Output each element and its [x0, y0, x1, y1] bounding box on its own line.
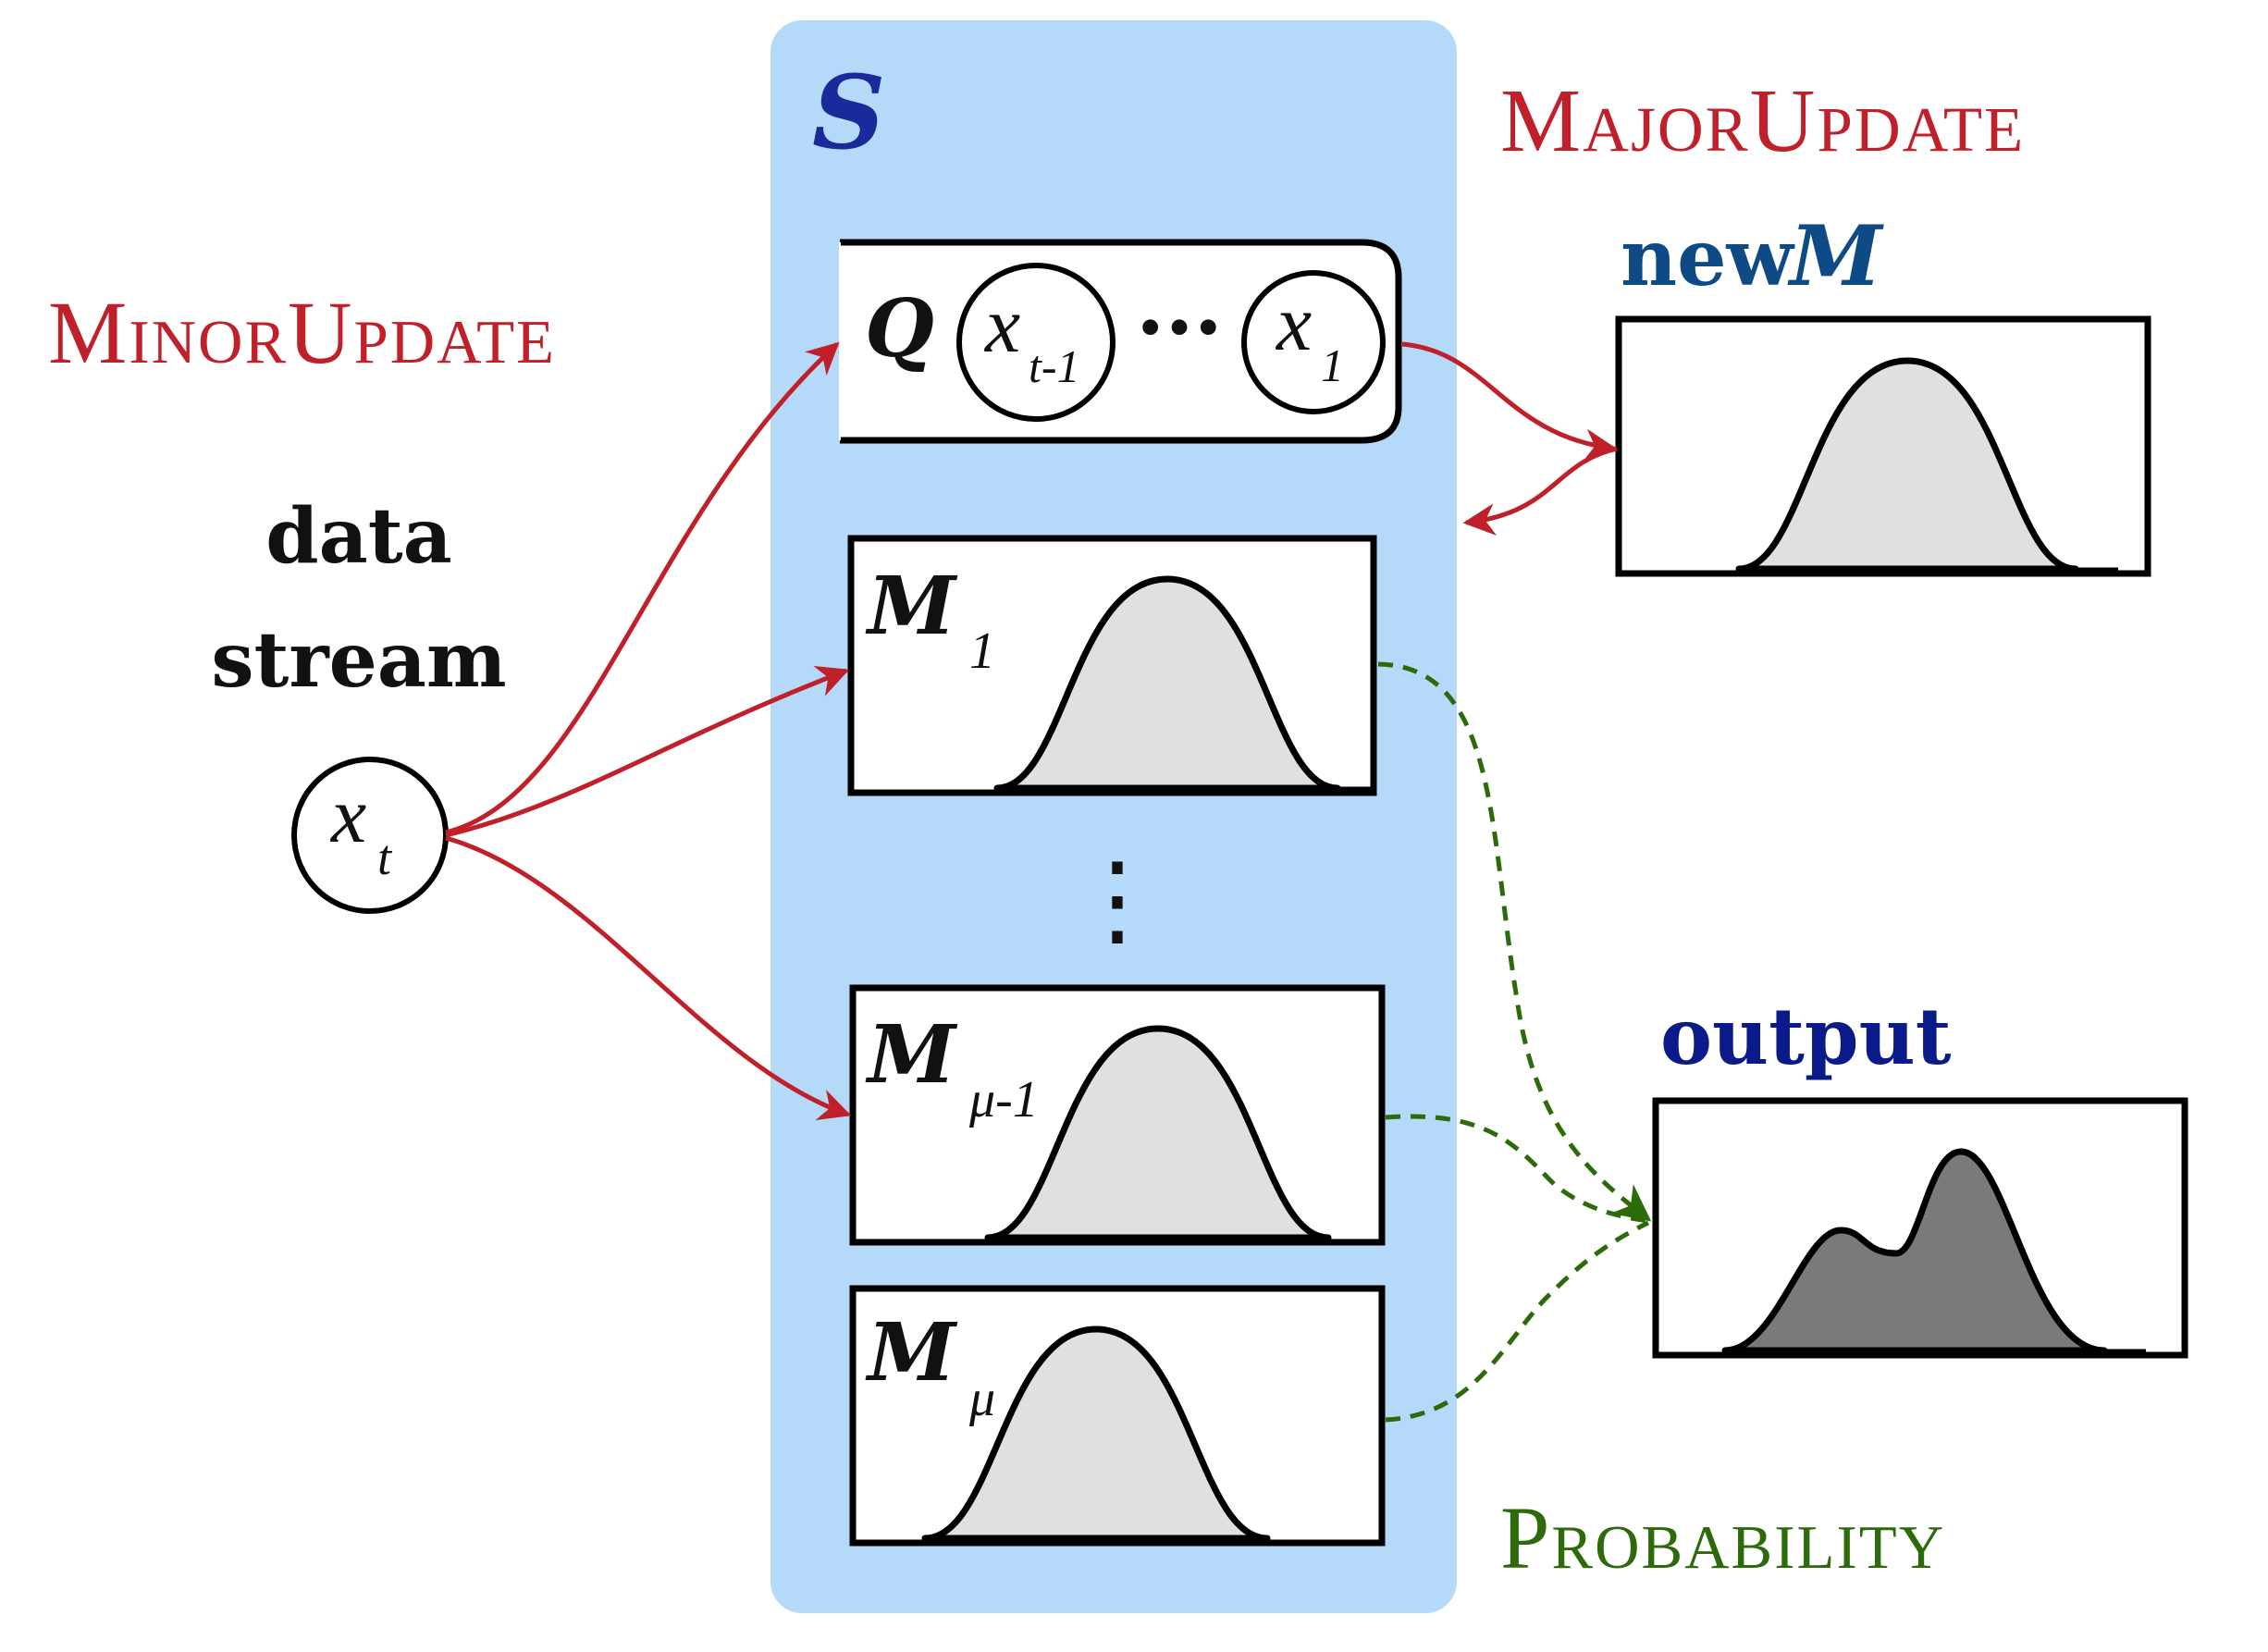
- queue-ellipsis: ···: [1136, 278, 1223, 376]
- model-density-curve: [984, 1025, 1332, 1241]
- new-model-label: new M: [1621, 207, 1884, 305]
- major-update-arrow-back-to-set: [1462, 446, 1618, 536]
- queue-box: Q x t-1 ··· x 1: [839, 239, 1402, 444]
- probability-label: Probability: [1500, 1488, 1945, 1587]
- new-model-prefix: new: [1621, 212, 1795, 303]
- model-subscript: μ-1: [968, 1071, 1039, 1128]
- set-symbol: S: [812, 53, 885, 172]
- input-node-sub: t: [377, 830, 393, 885]
- model-density-curve: [921, 1325, 1271, 1542]
- queue-item-sub: t-1: [1029, 340, 1080, 392]
- input-node: x t: [291, 757, 449, 914]
- output-mixture-curve: [1721, 1148, 2108, 1354]
- probability-arrow-model-last: [1385, 1220, 1650, 1423]
- minor-update-arrow-model-first: [445, 665, 850, 838]
- new-model-box: [1615, 315, 2151, 577]
- model-symbol: M: [865, 1008, 958, 1102]
- model-density-curve: [993, 575, 1341, 792]
- model-box: M 1: [847, 535, 1377, 796]
- minor-update-label: MinorUpdate: [48, 283, 556, 382]
- probability-arrow-model-penultimate: [1385, 1114, 1649, 1224]
- model-symbol: M: [865, 560, 958, 653]
- model-box: M μ-1: [849, 984, 1386, 1246]
- input-node-base: x: [329, 771, 366, 859]
- output-box: [1652, 1097, 2188, 1359]
- model-box: M μ: [849, 1285, 1386, 1547]
- queue-item-base: x: [1275, 278, 1312, 367]
- more-models-ellipsis: ⋮: [1066, 840, 1168, 958]
- data-stream-label-line1: data: [265, 492, 451, 581]
- queue-item: x 1: [1241, 270, 1386, 414]
- probability-arrow-model-first: [1377, 661, 1652, 1222]
- model-subscript: μ: [968, 1370, 995, 1427]
- major-update-arrow-to-new-model: [1401, 341, 1618, 462]
- queue-item: x t-1: [956, 263, 1116, 422]
- queue-item-base: x: [983, 280, 1020, 369]
- model-symbol: M: [865, 1306, 958, 1399]
- minor-update-arrow-queue: [445, 341, 840, 835]
- new-model-symbol: M: [1787, 207, 1884, 305]
- new-model-density-curve: [1735, 357, 2079, 573]
- minor-update-arrow-model-penultimate: [445, 835, 852, 1121]
- queue-item-sub: 1: [1321, 339, 1344, 391]
- model-subscript: 1: [969, 623, 995, 680]
- output-label: output: [1660, 991, 1952, 1082]
- major-update-label: MajorUpdate: [1500, 71, 2025, 171]
- data-stream-label-line2: stream: [211, 616, 506, 705]
- queue-symbol: Q: [865, 282, 934, 376]
